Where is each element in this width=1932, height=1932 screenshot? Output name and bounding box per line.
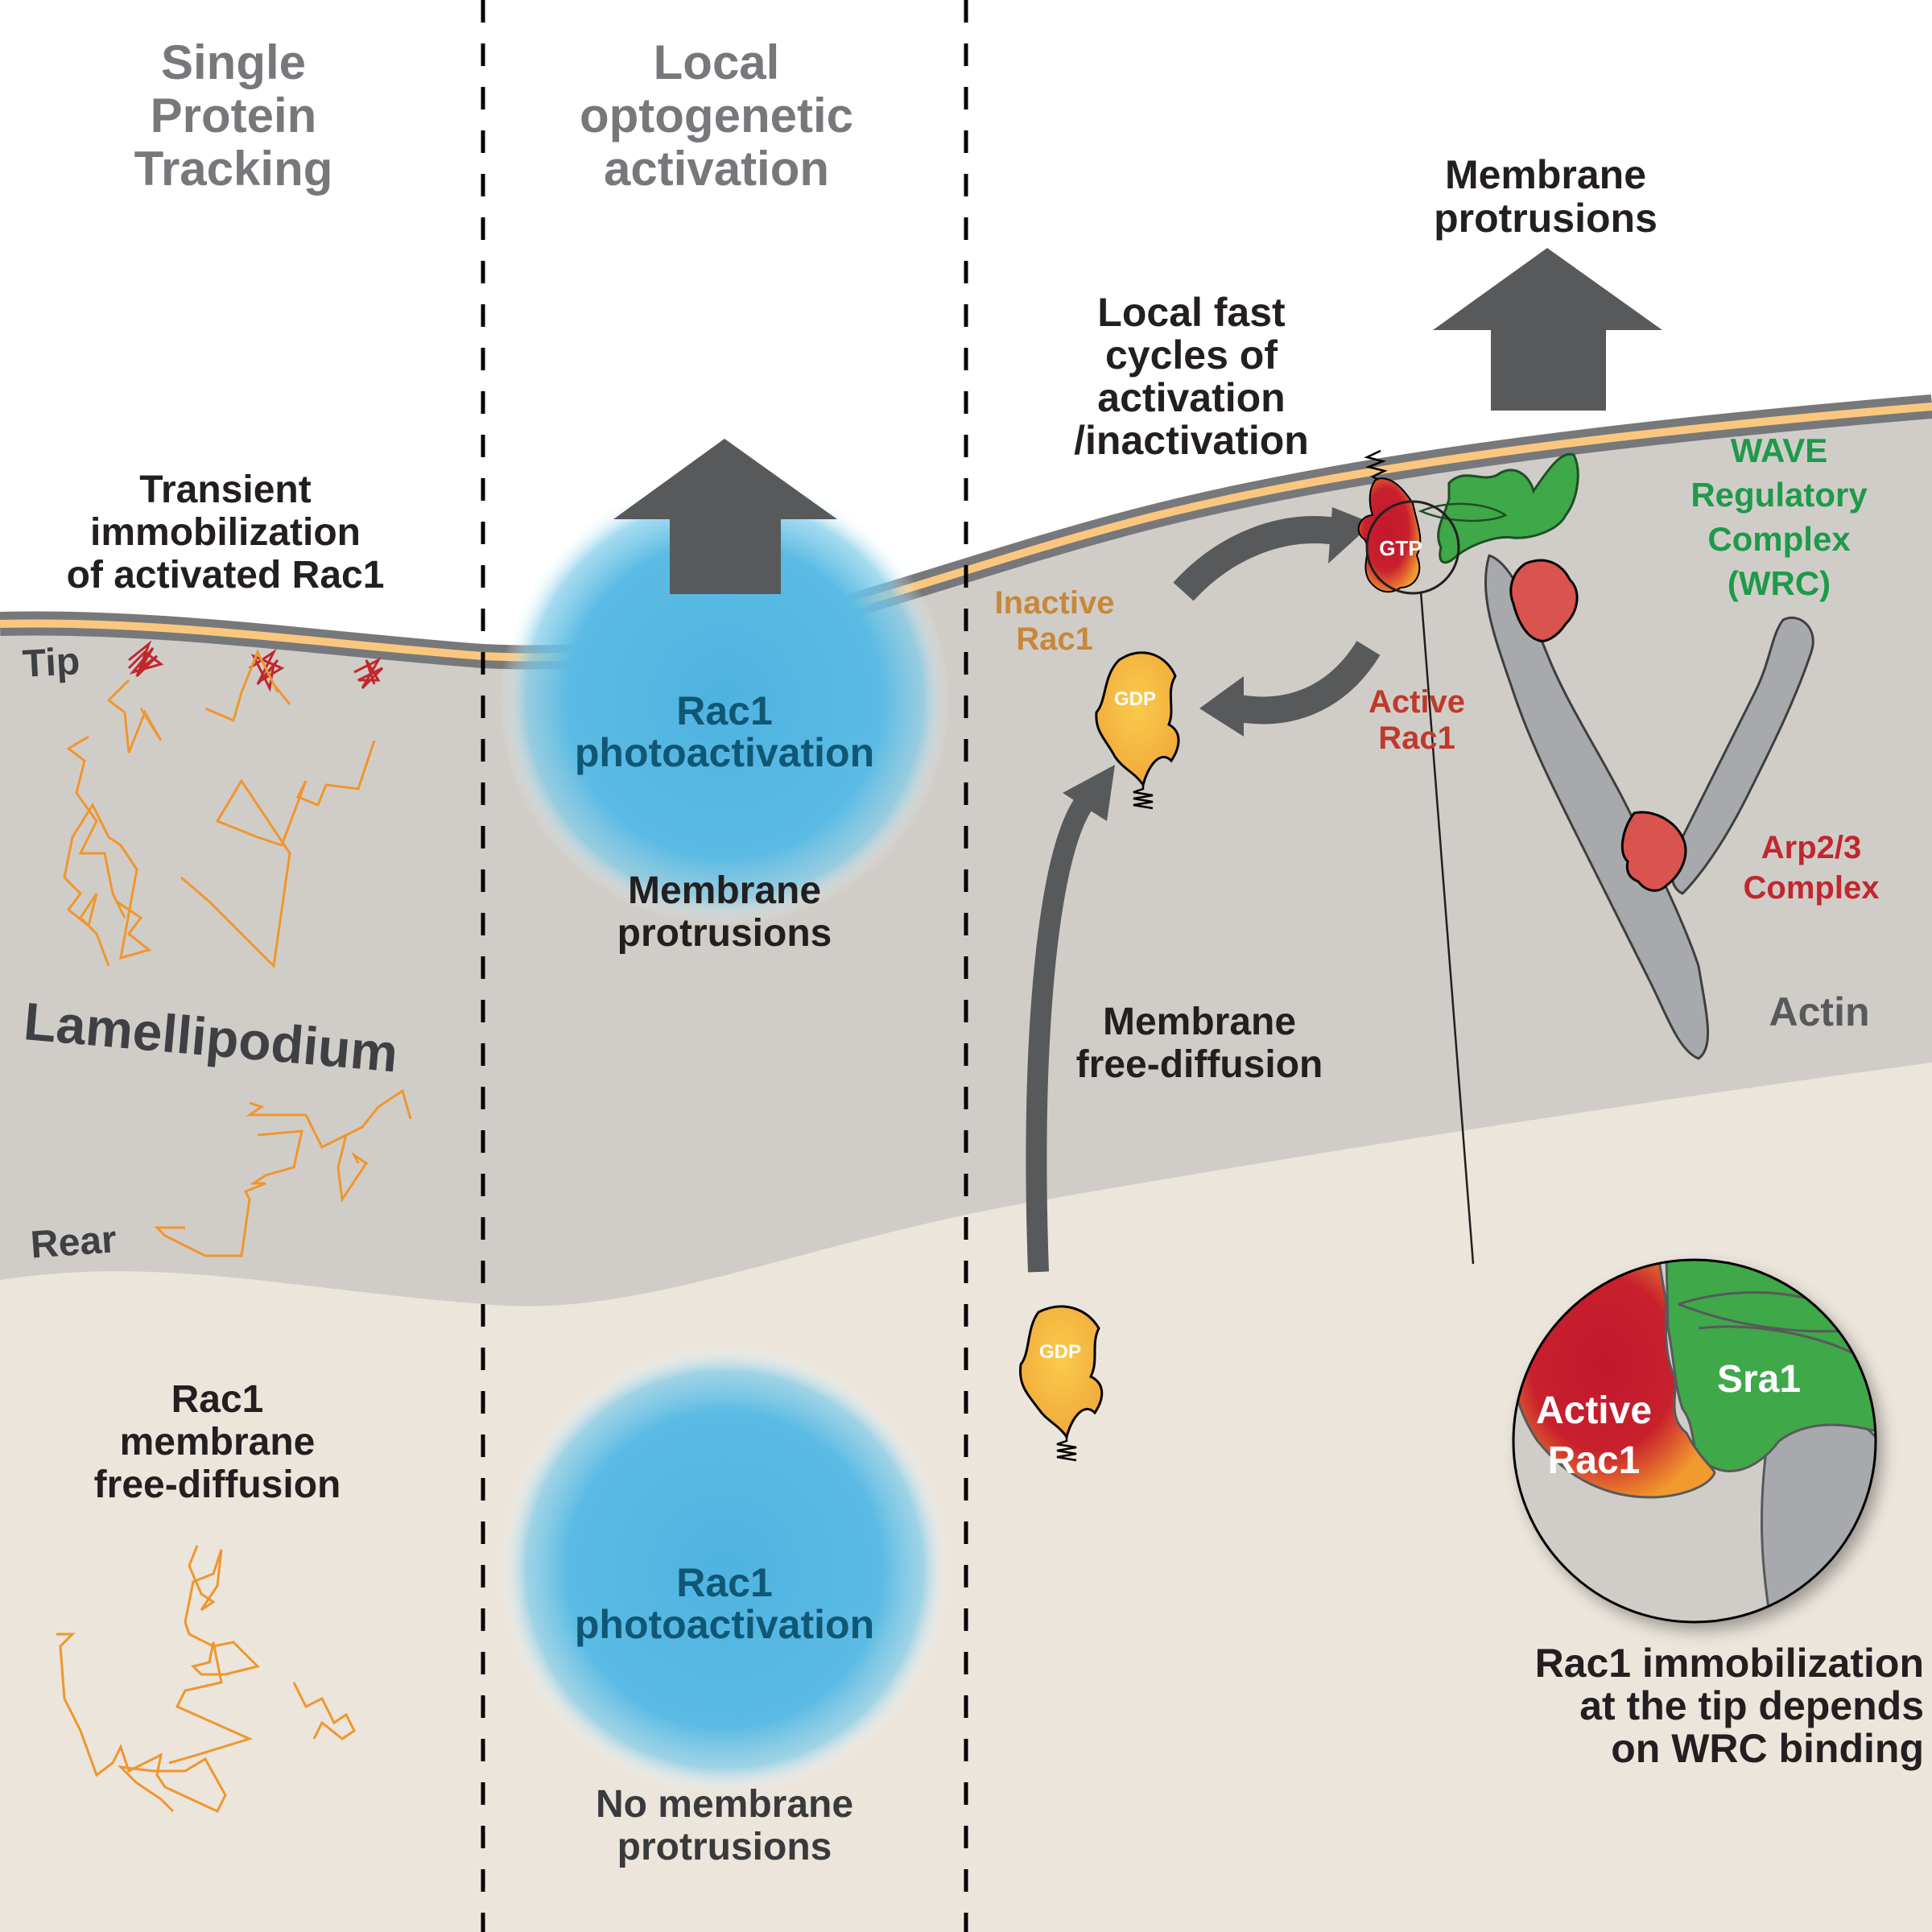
- anchor-spring-icon: [1364, 449, 1388, 481]
- immobile-trajectories: [127, 640, 384, 692]
- anchor-spring-icon: [1056, 1437, 1077, 1462]
- gdp-label-lower: GDP: [1038, 1341, 1081, 1363]
- label-inactive-rac1: Inactive Rac1: [994, 585, 1115, 657]
- inset-border: [1512, 1258, 1877, 1624]
- label-wave-regulatory-complex: WAVE Regulatory Complex (WRC): [1690, 431, 1868, 602]
- activation-arrow: [1173, 516, 1339, 601]
- gtp-label: GTP: [1379, 536, 1422, 560]
- region-label-rear: Rear: [29, 1218, 118, 1267]
- label-fast-cycles: Local fast cycles of activation /inactiv…: [1074, 290, 1309, 463]
- wrc-complex: [1437, 452, 1579, 564]
- lamellipodium-region: [0, 412, 1932, 1307]
- photoactivation-spot-upper: [499, 475, 950, 926]
- gdp-label-upper: GDP: [1113, 688, 1156, 710]
- anchor-spring-icon: [1133, 785, 1154, 810]
- inactive-rac1-protein: [1095, 651, 1180, 788]
- free-trajectory: [180, 740, 376, 969]
- free-trajectory: [292, 1682, 356, 1740]
- conclusion-wrc-binding: Rac1 immobilization at the tip depends o…: [1534, 1641, 1924, 1771]
- immobile-trajectory: [127, 640, 164, 678]
- caption-transient-immobilization: Transient immobilization of activated Ra…: [66, 469, 385, 597]
- result-membrane-protrusions-col3: Membrane protrusions: [1434, 152, 1657, 241]
- actin-filament-branch: [1670, 616, 1814, 895]
- label-membrane-free-diffusion: Membrane free-diffusion: [1075, 1001, 1323, 1086]
- protrusion-arrow-col3: [1433, 248, 1662, 411]
- photoactivation-label-upper: Rac1 photoactivation: [574, 688, 875, 775]
- label-active-rac1: Active Rac1: [1368, 684, 1466, 756]
- arp23-complex-upper: [1509, 559, 1579, 642]
- immobile-trajectory: [249, 648, 285, 692]
- photoactivation-spot-lower: [499, 1344, 950, 1795]
- protrusion-arrow-col2: [613, 439, 837, 594]
- inset-label-active-rac1: Active Rac1: [1535, 1389, 1653, 1482]
- free-trajectory: [168, 1545, 260, 1765]
- arp23-complex-lower: [1620, 811, 1687, 892]
- free-trajectory: [204, 649, 291, 723]
- inset-label-sra1: Sra1: [1716, 1358, 1802, 1401]
- zoom-connector-line: [1419, 591, 1475, 1265]
- caption-rac1-free-diffusion: Rac1 membrane free-diffusion: [93, 1378, 341, 1506]
- diffusion-arrow: [1026, 799, 1092, 1273]
- free-trajectory: [106, 679, 163, 753]
- active-rac1-protein: [1357, 477, 1422, 593]
- column-title-local-optogenetic-activation: Local optogenetic activation: [580, 35, 853, 196]
- region-label-tip: Tip: [21, 640, 81, 686]
- photoactivation-label-lower: Rac1 photoactivation: [574, 1560, 875, 1647]
- zoom-circle: [1365, 500, 1460, 595]
- result-no-membrane-protrusions: No membrane protrusions: [595, 1783, 854, 1868]
- free-trajectory: [246, 1088, 412, 1150]
- free-trajectory: [56, 1633, 227, 1813]
- result-membrane-protrusions: Membrane protrusions: [617, 869, 832, 955]
- label-actin: Actin: [1769, 989, 1870, 1034]
- label-arp23-complex: Arp2/3 Complex: [1743, 830, 1880, 906]
- inactivation-arrowhead: [1199, 676, 1244, 737]
- free-trajectory: [336, 1134, 369, 1203]
- free-trajectory: [154, 1129, 303, 1257]
- inactivation-arrow: [1237, 640, 1381, 724]
- free-trajectory: [63, 735, 152, 967]
- immobile-trajectory: [353, 657, 384, 690]
- free-trajectories: [56, 649, 412, 1813]
- column-title-single-protein-tracking: Single Protein Tracking: [134, 35, 333, 196]
- actin-filaments: [1484, 554, 1814, 1060]
- actin-filament-main: [1484, 554, 1710, 1060]
- diffusion-arrowhead: [1063, 765, 1115, 821]
- inactive-rac1-protein-lower: [1018, 1305, 1104, 1440]
